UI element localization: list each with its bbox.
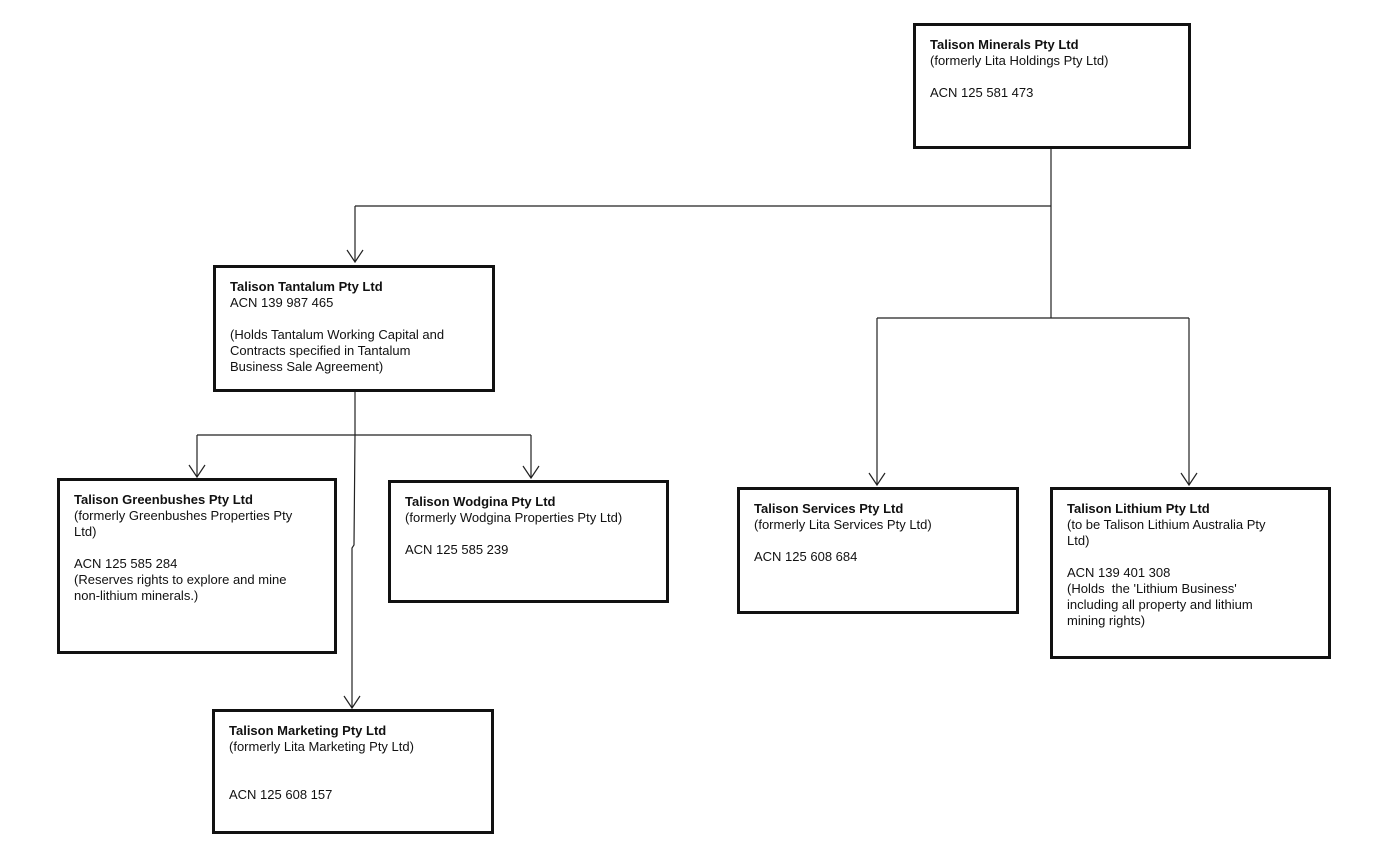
entity-former-name: (formerly Wodgina Properties Pty Ltd) <box>405 510 623 525</box>
entity-box-wodgina: Talison Wodgina Pty Ltd (formerly Wodgin… <box>388 480 669 603</box>
entity-name: Talison Tantalum Pty Ltd <box>230 279 383 294</box>
entity-box-lithium: Talison Lithium Pty Ltd (to be Talison L… <box>1050 487 1331 659</box>
entity-acn: ACN 125 608 684 <box>754 549 858 564</box>
entity-former-name: Ltd) <box>1067 533 1090 548</box>
connector-to-marketing <box>351 434 356 708</box>
entity-acn: ACN 125 581 473 <box>930 85 1034 100</box>
entity-name: Talison Greenbushes Pty Ltd <box>74 492 253 507</box>
entity-former-name: Ltd) <box>74 524 97 539</box>
entity-former-name: (formerly Greenbushes Properties Pty <box>74 508 293 523</box>
entity-former-name: (formerly Lita Services Pty Ltd) <box>754 517 932 532</box>
arrowhead-lithium-icon <box>1180 472 1198 487</box>
entity-note-line: mining rights) <box>1067 613 1146 628</box>
entity-acn: ACN 139 987 465 <box>230 295 334 310</box>
entity-former-name: (formerly Lita Marketing Pty Ltd) <box>229 739 414 754</box>
entity-name: Talison Minerals Pty Ltd <box>930 37 1079 52</box>
entity-former-name: (formerly Lita Holdings Pty Ltd) <box>930 53 1109 68</box>
entity-note-line: (Reserves rights to explore and mine <box>74 572 287 587</box>
entity-former-name: (to be Talison Lithium Australia Pty <box>1067 517 1266 532</box>
arrowhead-services-icon <box>868 472 886 487</box>
entity-acn: ACN 139 401 308 <box>1067 565 1171 580</box>
arrowhead-greenbushes-icon <box>188 464 206 479</box>
arrowhead-marketing-icon <box>343 695 361 710</box>
entity-box-tantalum: Talison Tantalum Pty Ltd ACN 139 987 465… <box>213 265 495 392</box>
entity-box-marketing: Talison Marketing Pty Ltd (formerly Lita… <box>212 709 494 834</box>
entity-box-services: Talison Services Pty Ltd (formerly Lita … <box>737 487 1019 614</box>
entity-acn: ACN 125 608 157 <box>229 787 333 802</box>
entity-name: Talison Lithium Pty Ltd <box>1067 501 1210 516</box>
entity-box-minerals: Talison Minerals Pty Ltd (formerly Lita … <box>913 23 1191 149</box>
entity-note-line: Business Sale Agreement) <box>230 359 384 374</box>
entity-note-line: including all property and lithium <box>1067 597 1253 612</box>
entity-acn: ACN 125 585 239 <box>405 542 509 557</box>
arrowhead-wodgina-icon <box>522 465 540 480</box>
entity-name: Talison Wodgina Pty Ltd <box>405 494 556 509</box>
entity-name: Talison Services Pty Ltd <box>754 501 904 516</box>
entity-note-line: Contracts specified in Tantalum <box>230 343 411 358</box>
entity-note-line: non-lithium minerals.) <box>74 588 199 603</box>
entity-note-line: (Holds Tantalum Working Capital and <box>230 327 445 342</box>
entity-acn: ACN 125 585 284 <box>74 556 178 571</box>
entity-box-greenbushes: Talison Greenbushes Pty Ltd (formerly Gr… <box>57 478 337 654</box>
entity-name: Talison Marketing Pty Ltd <box>229 723 387 738</box>
entity-note-line: (Holds the 'Lithium Business' <box>1067 581 1237 596</box>
arrowhead-tantalum-icon <box>346 249 364 264</box>
